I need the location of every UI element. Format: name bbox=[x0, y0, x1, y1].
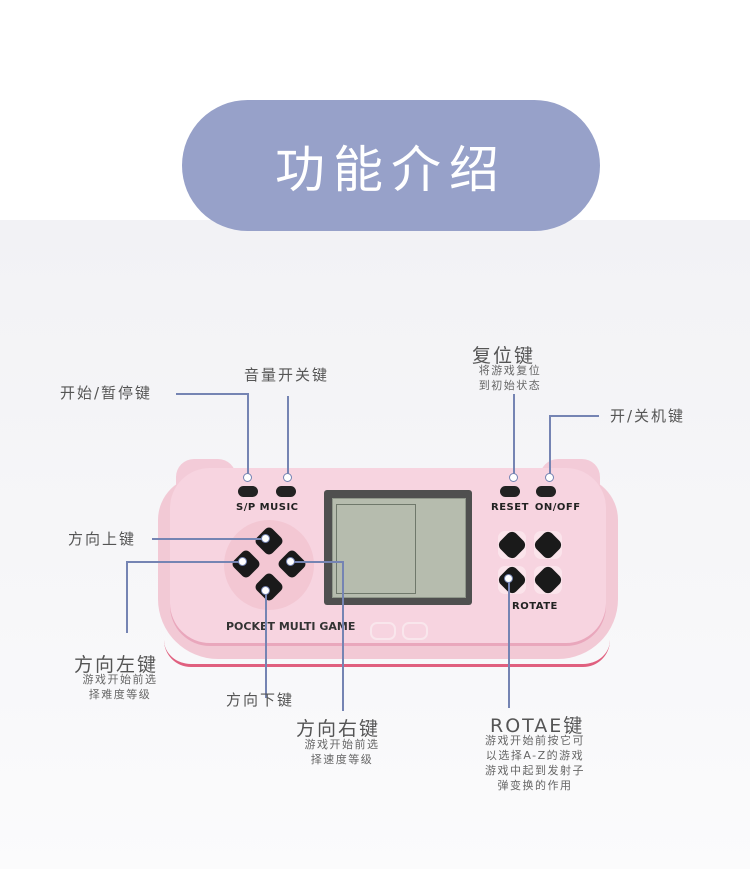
leader-volume-v bbox=[287, 396, 289, 475]
down-callout-label: 方向下键 bbox=[226, 691, 295, 709]
leader-dot-down bbox=[261, 586, 270, 595]
leader-dot-reset bbox=[509, 473, 518, 482]
rotate-callout-desc: 游戏开始前按它可 以选择A-Z的游戏 游戏中起到发射子 弹变换的作用 bbox=[466, 733, 604, 793]
lcd-play-area bbox=[336, 504, 416, 594]
speaker-grille-left bbox=[370, 622, 396, 640]
leader-dot-rotate bbox=[504, 574, 513, 583]
reset-desc-line-1: 将游戏复位 bbox=[478, 364, 542, 377]
leader-down-v bbox=[265, 590, 267, 698]
leader-dot-left bbox=[238, 557, 247, 566]
leader-start-pause-h bbox=[176, 393, 249, 395]
console-rim bbox=[164, 640, 610, 667]
rotate-label: ROTATE bbox=[512, 601, 558, 612]
leader-up-h bbox=[152, 538, 264, 540]
rotate-desc-line-1: 游戏开始前按它可 bbox=[485, 734, 585, 747]
page-title: 功能介绍 bbox=[275, 140, 507, 199]
start-pause-button[interactable] bbox=[238, 486, 258, 497]
leader-start-pause-v bbox=[247, 393, 249, 475]
reset-button[interactable] bbox=[500, 486, 520, 497]
left-callout-label: 方向左键 bbox=[74, 654, 159, 676]
power-button[interactable] bbox=[536, 486, 556, 497]
rotate-desc-line-2: 以选择A-Z的游戏 bbox=[485, 749, 585, 762]
lcd-screen bbox=[332, 498, 466, 598]
rotate-desc-line-3: 游戏中起到发射子 bbox=[485, 764, 585, 777]
rotate-callout-label: ROTAE键 bbox=[490, 715, 585, 737]
leader-right-h bbox=[290, 561, 344, 563]
leader-power-v bbox=[549, 415, 551, 475]
rotate-desc-line-4: 弹变换的作用 bbox=[497, 779, 573, 792]
right-desc-line-2: 择速度等级 bbox=[310, 753, 374, 766]
right-callout-desc: 游戏开始前选 择速度等级 bbox=[290, 737, 394, 767]
right-callout-label: 方向右键 bbox=[296, 718, 381, 740]
reset-onoff-label: RESET ON/OFF bbox=[491, 502, 581, 513]
volume-callout-label: 音量开关键 bbox=[244, 366, 330, 384]
leader-dot-start-pause bbox=[243, 473, 252, 482]
leader-dot-power bbox=[545, 473, 554, 482]
right-desc-line-1: 游戏开始前选 bbox=[304, 738, 380, 751]
reset-desc-line-2: 到初始状态 bbox=[478, 379, 542, 392]
leader-power-h bbox=[549, 415, 599, 417]
leader-left-v bbox=[126, 561, 128, 633]
speaker-grille-right bbox=[402, 622, 428, 640]
left-desc-line-1: 游戏开始前选 bbox=[82, 673, 158, 686]
brand-label: POCKET MULTI GAME bbox=[226, 620, 356, 633]
leader-rotate-v bbox=[508, 578, 510, 708]
reset-callout-desc: 将游戏复位 到初始状态 bbox=[462, 363, 558, 393]
title-banner: 功能介绍 bbox=[182, 100, 600, 231]
reset-callout-label: 复位键 bbox=[472, 345, 536, 367]
music-button[interactable] bbox=[276, 486, 296, 497]
leader-dot-up bbox=[261, 534, 270, 543]
power-callout-label: 开/关机键 bbox=[610, 407, 686, 425]
leader-dot-volume bbox=[283, 473, 292, 482]
leader-reset-v bbox=[513, 394, 515, 475]
up-callout-label: 方向上键 bbox=[68, 530, 137, 548]
sp-music-label: S/P MUSIC bbox=[236, 502, 299, 513]
start-pause-callout-label: 开始/暂停键 bbox=[60, 384, 153, 402]
leader-left-h bbox=[126, 561, 242, 563]
leader-dot-right bbox=[286, 557, 295, 566]
left-desc-line-2: 择难度等级 bbox=[88, 688, 152, 701]
left-callout-desc: 游戏开始前选 择难度等级 bbox=[68, 672, 172, 702]
leader-right-v bbox=[342, 561, 344, 711]
